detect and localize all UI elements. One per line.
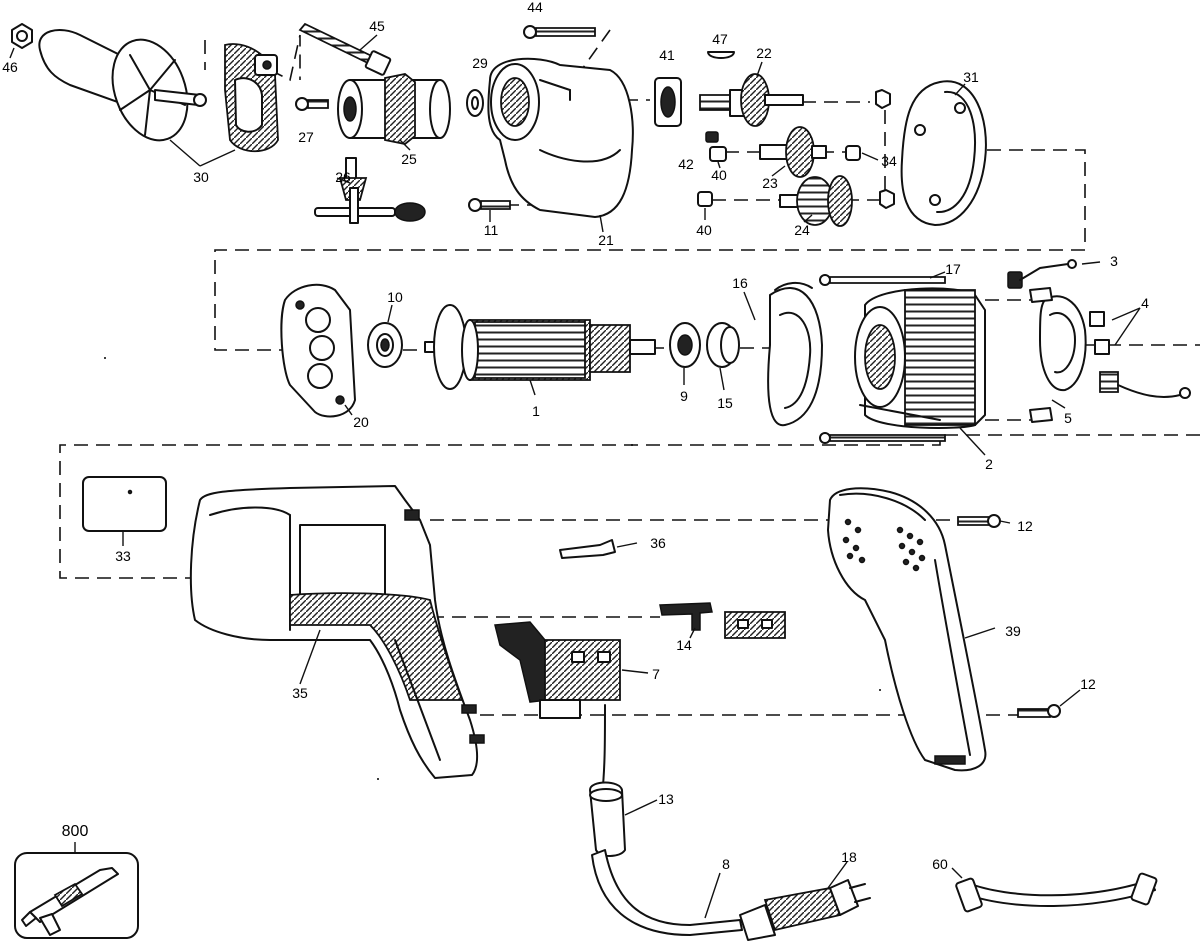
part-9-bearing [669,322,701,385]
label-part-29: 29 [472,55,488,71]
part-35-housing [189,485,485,779]
label-part-44: 44 [527,0,543,15]
label-part-27: 27 [298,129,314,145]
part-10-bearing [367,304,403,368]
part-44-screw [523,25,596,39]
label-part-1: 1 [532,403,540,419]
callout-labels: 46 30 45 27 25 26 29 44 47 11 21 41 22 4… [2,0,1149,872]
label-part-23: 23 [762,175,778,191]
part-12-screw-upper [957,514,1011,528]
part-4-brush-holder [1039,295,1141,392]
label-part-26: 26 [335,169,351,185]
label-part-35: 35 [292,685,308,701]
label-part-34: 34 [881,153,897,169]
label-part-20: 20 [353,414,369,430]
part-25-chuck [337,73,451,151]
label-part-39: 39 [1005,623,1021,639]
part-17-screws [819,271,946,444]
label-part-25: 25 [401,151,417,167]
label-part-17: 17 [945,261,961,277]
label-part-36: 36 [650,535,666,551]
label-part-42: 42 [678,156,694,172]
label-part-3: 3 [1110,253,1118,269]
part-20-end-bell [280,283,356,418]
label-part-31: 31 [963,69,979,85]
label-part-60: 60 [932,856,948,872]
label-part-800: 800 [62,823,89,840]
part-29-washer [466,89,484,117]
label-part-24: 24 [794,222,810,238]
part-34-bushings [845,89,895,209]
label-part-22: 22 [756,45,772,61]
label-part-4: 4 [1141,295,1149,311]
part-41-bearing [654,77,682,127]
label-part-11: 11 [484,222,499,238]
part-60-hook [951,867,1158,913]
part-47-key [707,51,735,59]
part-40-bushing-upper [709,146,727,169]
part-45-screw [298,22,392,76]
part-12-screw-lower [1017,689,1081,718]
part-7-switch [494,621,649,719]
label-part-5: 5 [1064,410,1072,426]
label-part-41: 41 [659,47,675,63]
part-23-intermediate-gear [759,126,827,178]
label-part-18: 18 [841,849,857,865]
label-part-12-upper: 12 [1017,518,1033,534]
part-15-baffle [706,322,740,391]
label-part-46: 46 [2,59,18,75]
part-14-switch-lock [659,602,786,639]
part-26-chuck-key [314,157,426,224]
label-part-30: 30 [193,169,209,185]
part-21-gear-case [487,57,634,233]
part-36-terminal [559,539,638,559]
part-8-cord [591,849,743,936]
part-31-gasket [900,80,987,226]
grip-dots [842,518,926,572]
label-part-15: 15 [717,395,733,411]
part-42-screw [705,131,719,143]
part-40-bushing-lower [697,191,713,220]
part-24-output-gear [779,175,853,227]
label-part-12-lower: 12 [1080,676,1096,692]
part-5-brush-springs [1029,287,1191,423]
part-800-inset [14,842,139,939]
label-part-7: 7 [652,666,660,682]
label-part-21: 21 [598,232,614,248]
part-13-cord-protector [589,704,658,857]
part-27-screw [295,97,329,111]
label-part-40-lower: 40 [696,222,712,238]
label-part-8: 8 [722,856,730,872]
label-part-47: 47 [712,31,728,47]
label-part-10: 10 [387,289,403,305]
label-part-9: 9 [680,388,688,404]
part-39-handle-half [827,487,996,772]
part-16-fan-baffle [743,282,823,427]
label-part-33: 33 [115,548,131,564]
part-2-field [854,287,986,456]
label-part-14: 14 [676,637,692,653]
part-3-lead [1007,259,1101,289]
label-part-2: 2 [985,456,993,472]
part-46-nut [9,23,33,59]
scan-specks [104,357,881,780]
part-1-armature [424,304,656,396]
part-30-side-handle [38,29,279,167]
label-part-45: 45 [369,18,385,34]
part-33-nameplate [82,476,167,546]
part-11-screw [468,198,511,222]
label-part-13: 13 [658,791,674,807]
part-22-spindle-gear [699,61,804,127]
label-part-40-upper: 40 [711,167,727,183]
label-part-16: 16 [732,275,748,291]
part-18-plug [739,861,871,941]
